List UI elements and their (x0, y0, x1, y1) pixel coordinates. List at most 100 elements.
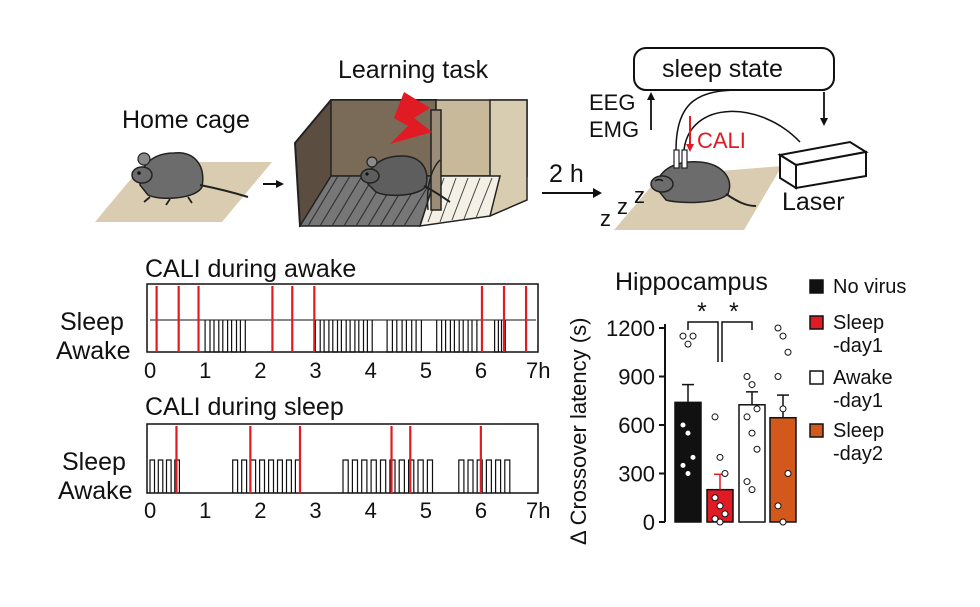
legend-swatch (809, 279, 824, 294)
significance-star: * (697, 298, 707, 326)
cali-label: CALI (697, 128, 746, 153)
hypnogram-x-tick-label: 0 (144, 358, 156, 383)
data-point (753, 445, 761, 453)
hypnogram-x-tick-label: 6 (475, 358, 487, 383)
legend-label-line2: -day1 (833, 390, 883, 412)
data-point (753, 405, 761, 413)
eeg-up-arrow-icon (647, 92, 655, 100)
hypnogram-awake-x-ticks: 0 1 2 3 4 5 6 7h (144, 358, 550, 383)
hypnogram-x-tick-label: 1 (199, 358, 211, 383)
schematic-panel: Home cage Learning task (95, 47, 869, 231)
hypnogram-0-bout (314, 320, 373, 353)
hypnogram-sleep-laser-marks (175, 426, 482, 493)
chart-significance: ** (687, 298, 753, 362)
y-tick-label: 300 (618, 462, 655, 487)
y-tick-label: 900 (618, 365, 655, 390)
chart-title: Hippocampus (615, 268, 768, 296)
zzz-3: z (634, 183, 645, 208)
data-point (689, 453, 697, 461)
data-point (689, 332, 697, 340)
data-point (716, 453, 724, 461)
hypnogram-awake-awake-label: Awake (56, 337, 131, 365)
mouse-home-cage-icon (131, 152, 249, 206)
data-point (721, 470, 729, 477)
hypnogram-x-tick-label: 4 (365, 358, 377, 383)
zzz-2: z (617, 194, 628, 219)
sleep-state-label: sleep state (662, 55, 783, 83)
legend-swatch (809, 370, 824, 385)
fiber-to-laser (683, 110, 801, 151)
hypnogram-x-tick-label: 4 (365, 498, 377, 523)
significance-star: * (729, 298, 739, 326)
hypnogram-x-tick-label: 2 (254, 358, 266, 383)
data-point (679, 332, 687, 340)
data-point (779, 518, 787, 526)
data-point (748, 429, 756, 437)
data-point (743, 478, 751, 486)
hypnogram-x-tick-label: 7h (526, 358, 550, 383)
hypnogram-x-tick-label: 5 (420, 358, 432, 383)
hypnogram-x-tick-label: 3 (309, 498, 321, 523)
hypnogram-sleep-trace (149, 459, 536, 494)
hypnogram-0-bout (386, 320, 422, 353)
hypnogram-sleep-title: CALI during sleep (145, 393, 344, 421)
bar-chart-panel: Hippocampus Δ Crossover latency (s) 0300… (566, 268, 906, 545)
chart-y-axis: 0 300 600 900 1200 (606, 316, 666, 535)
delay-label: 2 h (549, 160, 584, 188)
y-tick-label: 600 (618, 413, 655, 438)
hypnogram-0-bout (204, 320, 246, 353)
legend-label: Sleep (833, 420, 884, 442)
legend-label: Awake (833, 367, 893, 389)
hypnogram-x-tick-label: 2 (254, 498, 266, 523)
chart-points (679, 324, 792, 526)
hypnogram-awake-panel: CALI during awake Sleep Awake 0 1 2 3 4 5 6 7h (56, 255, 550, 383)
hypnogram-x-tick-label: 0 (144, 498, 156, 523)
control-down-arrow-icon (820, 118, 828, 126)
data-point (679, 421, 687, 429)
laser-device-icon (777, 140, 869, 190)
cali-down-arrow-icon (686, 144, 694, 152)
data-point (711, 494, 719, 502)
data-point (716, 502, 724, 510)
data-point (784, 348, 792, 356)
bar (769, 416, 797, 523)
data-point (779, 405, 787, 413)
data-point (711, 515, 719, 523)
data-point (779, 332, 787, 340)
data-point (684, 470, 692, 477)
shock-icon (390, 92, 432, 144)
data-point (774, 324, 782, 332)
legend-label: No virus (833, 276, 906, 298)
data-point (748, 381, 756, 389)
hypnogram-awake-laser-marks (155, 286, 528, 352)
chart-bars (674, 383, 797, 523)
mouse-task-icon (360, 155, 451, 203)
hypnogram-awake-title: CALI during awake (145, 255, 356, 283)
emg-label: EMG (589, 117, 639, 142)
learning-task-label: Learning task (338, 56, 489, 84)
data-point (711, 413, 719, 421)
hypnogram-x-tick-label: 3 (309, 358, 321, 383)
hypnogram-0-bout (436, 320, 478, 353)
data-point (684, 340, 692, 348)
hypnogram-x-tick-label: 5 (420, 498, 432, 523)
hypnogram-awake-sleep-label: Sleep (60, 308, 124, 336)
data-point (774, 502, 782, 510)
legend-label-line2: -day2 (833, 443, 883, 465)
wire-to-box (675, 89, 741, 151)
y-tick-label: 1200 (606, 316, 655, 341)
mouse-sleeping-icon (650, 149, 757, 207)
data-point (748, 486, 756, 494)
data-point (784, 470, 792, 477)
eeg-label: EEG (589, 90, 635, 115)
hypnogram-awake-trace (150, 319, 536, 353)
y-tick-label: 0 (643, 510, 655, 535)
legend-label: Sleep (833, 312, 884, 334)
legend-label-line2: -day1 (833, 335, 883, 357)
home-cage-label: Home cage (122, 106, 250, 134)
hypnogram-1-bout (149, 459, 180, 493)
significance-bracket-left (687, 321, 719, 362)
